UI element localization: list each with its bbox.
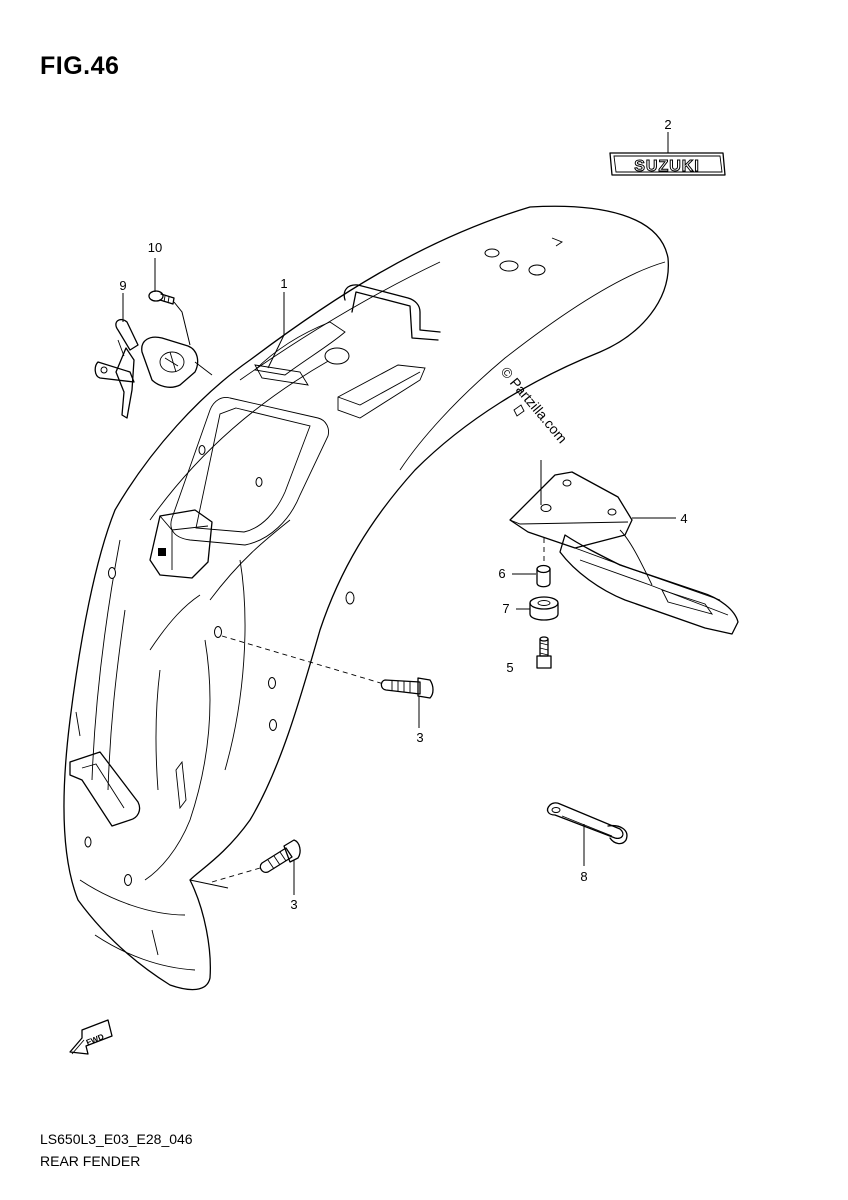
rear-fender[interactable]	[63, 205, 669, 991]
leader-lines	[122, 132, 676, 895]
callout-2: 2	[664, 117, 671, 132]
callout-8: 8	[580, 869, 587, 884]
bolt-part-3-upper[interactable]	[380, 677, 434, 699]
callout-5: 5	[506, 660, 513, 675]
figure-title: FIG.46	[40, 52, 120, 80]
callout-9: 9	[119, 278, 126, 293]
grommet-part-7[interactable]	[529, 596, 559, 621]
callout-4: 4	[680, 511, 687, 526]
callout-3-lower: 3	[290, 897, 297, 912]
screw-part-10[interactable]	[148, 290, 175, 305]
collar-part-6[interactable]	[536, 564, 551, 588]
fwd-arrow-icon: FWD	[69, 1019, 113, 1055]
bolt-part-5[interactable]	[536, 636, 552, 669]
callout-7: 7	[502, 601, 509, 616]
emblem-text: SUZUKI	[634, 158, 700, 175]
helmet-lock-set[interactable]	[94, 318, 213, 419]
bolt-part-3-lower[interactable]	[259, 839, 301, 873]
clamp-part-8[interactable]	[546, 802, 628, 845]
callout-labels: 1 2 3 3 4 5 6 7 8 9 10	[119, 117, 687, 912]
diagram-code: LS650L3_E03_E28_046	[40, 1131, 193, 1147]
rear-fender-bracket[interactable]	[509, 471, 739, 635]
suzuki-emblem[interactable]: SUZUKI	[609, 152, 726, 176]
callout-10: 10	[148, 240, 162, 255]
diagram-name: REAR FENDER	[40, 1153, 141, 1169]
callout-6: 6	[498, 566, 505, 581]
callout-3-upper: 3	[416, 730, 423, 745]
watermark-text: © Partzilla.com	[498, 364, 571, 447]
callout-1: 1	[280, 276, 287, 291]
